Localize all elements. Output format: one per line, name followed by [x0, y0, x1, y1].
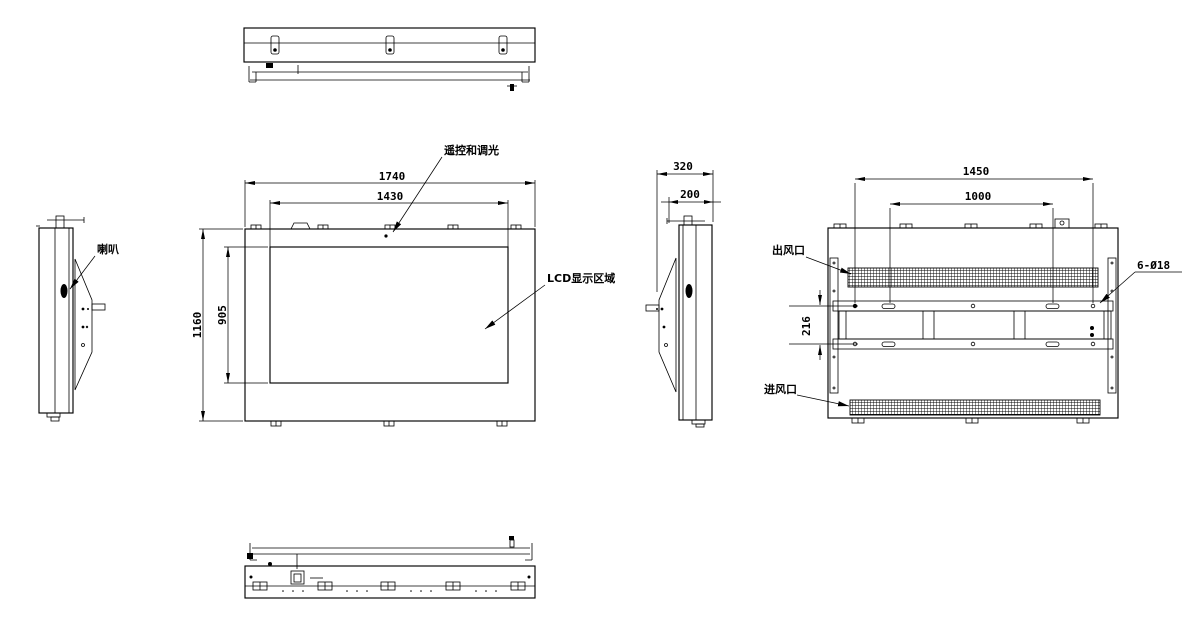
rail-bolt: [509, 536, 514, 540]
top-view: [243, 27, 536, 91]
mounting-holes-callout: 6-Ø18: [1099, 259, 1182, 304]
top-bracket-bump: [290, 222, 311, 230]
bracket-holes: [81, 307, 89, 347]
lifting-lugs-top: [270, 35, 508, 55]
bottom-clips: [252, 581, 526, 591]
remote-dimming-callout: 遥控和调光: [392, 143, 499, 233]
bottom-vent-dots: [282, 590, 497, 592]
side-rail-left: [829, 257, 839, 394]
depth-dimensions: 320 200: [656, 160, 721, 292]
lcd-area-callout: LCD显示区域: [484, 271, 615, 330]
air-outlet-leader: [805, 256, 852, 275]
bracket-pin: [645, 304, 660, 312]
dim-depth-body: 200: [680, 188, 700, 201]
side-body: [38, 227, 74, 414]
speaker-label: 喇叭: [97, 242, 119, 256]
lcd-display-area: [269, 246, 509, 384]
lifting-lug: [498, 35, 508, 55]
side-feet: [691, 419, 706, 428]
mounting-holes-leader: [1099, 271, 1136, 304]
mounting-rail-top: [832, 300, 1114, 312]
dim-front-overall-width: 1740: [379, 170, 406, 183]
lcd-area-leader: [484, 284, 546, 330]
air-outlet-grille: [847, 267, 1099, 288]
front-enclosure: [244, 228, 536, 422]
back-enclosure: [827, 227, 1119, 419]
air-inlet-leader: [796, 394, 850, 407]
lifting-lug-side: [36, 215, 85, 229]
speaker-cutout: [685, 284, 693, 298]
dim-rail-spacing: 216: [800, 316, 813, 336]
rail-bolt: [510, 84, 514, 91]
mounting-rail-bottom: [832, 338, 1114, 350]
mounting-holes-label: 6-Ø18: [1137, 259, 1170, 272]
dim-front-lcd-width: 1430: [377, 190, 404, 203]
remote-dimming-label: 遥控和调光: [444, 143, 499, 157]
speaker-cutout: [60, 284, 68, 298]
top-back-rail: [248, 63, 530, 91]
speaker-callout: 喇叭: [69, 242, 119, 290]
wall-bracket: [658, 257, 677, 393]
air-inlet-grille: [849, 399, 1101, 416]
dim-hole-span: 1450: [963, 165, 990, 178]
lifting-lug: [385, 35, 395, 55]
air-outlet-label: 出风口: [772, 243, 805, 257]
back-top-clips: [833, 218, 1108, 229]
bottom-back-rail: [247, 536, 533, 569]
back-feet: [851, 417, 1090, 424]
ir-sensor-dot: [384, 234, 388, 238]
remote-dimming-leader: [392, 156, 443, 233]
dim-front-overall-height: 1160: [191, 312, 204, 339]
back-view: 1450 1000 216 出风口 进风口 6-Ø18: [764, 165, 1182, 424]
front-view: 1740 1430 1160 905 遥控和调光 LCD显示区域: [191, 143, 615, 427]
wall-bracket: [74, 258, 93, 391]
speaker-leader: [69, 255, 96, 290]
lcd-area-label: LCD显示区域: [547, 271, 615, 285]
top-view-body: [243, 27, 536, 63]
rail-recess: [838, 310, 1112, 340]
side-rail-right: [1107, 257, 1117, 394]
side-body: [678, 224, 713, 421]
cable-gland-box: [290, 570, 323, 585]
air-outlet-callout: 出风口: [772, 243, 852, 275]
back-dimensions: 1450 1000 216: [789, 165, 1094, 360]
bracket-holes: [656, 307, 668, 347]
side-feet: [46, 412, 61, 422]
front-top-clips: [250, 222, 522, 230]
bottom-view: [244, 536, 536, 599]
lifting-lug-side: [666, 215, 705, 226]
rail-block: [266, 63, 273, 68]
side-view-left: 喇叭: [36, 215, 119, 422]
bottom-body: [244, 565, 536, 599]
front-dimensions: 1740 1430 1160 905: [191, 170, 536, 422]
air-inlet-callout: 进风口: [764, 382, 850, 407]
lifting-lug: [270, 35, 280, 55]
dim-depth-overall: 320: [673, 160, 693, 173]
bracket-pin: [91, 303, 106, 311]
front-feet: [270, 420, 508, 427]
junction-box: [1054, 218, 1070, 229]
dim-front-lcd-height: 905: [216, 305, 229, 325]
side-view-right: 320 200: [645, 160, 721, 428]
dim-inner-span: 1000: [965, 190, 992, 203]
air-inlet-label: 进风口: [764, 382, 797, 396]
